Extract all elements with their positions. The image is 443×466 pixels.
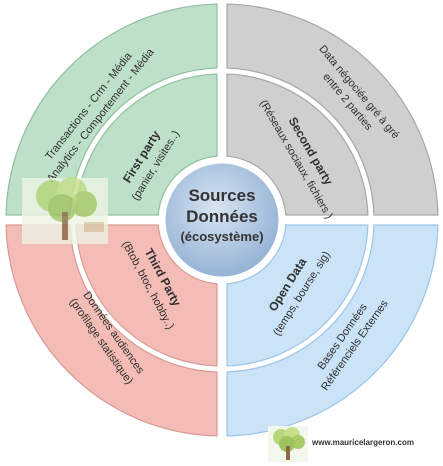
outer-segment-first-party [5, 3, 218, 216]
outer-segment-third-party [5, 224, 218, 437]
center-title-line2: Données [186, 207, 258, 226]
tree-icon [22, 177, 108, 244]
tree-logo-icon [268, 426, 308, 462]
center-title-line1: Sources [188, 186, 255, 205]
inner-segment-second-party [226, 73, 369, 216]
inner-segment-open-data [226, 224, 369, 367]
outer-segment-second-party [226, 3, 439, 216]
center-circle [162, 160, 282, 280]
inner-segment-third-party [75, 224, 218, 367]
footer: www.mauricelargeron.com [268, 426, 438, 462]
inner-segment-first-party [75, 73, 218, 216]
center-title-line3: (écosystème) [180, 229, 263, 244]
website-url[interactable]: www.mauricelargeron.com [312, 438, 414, 447]
outer-segment-open-data [226, 224, 439, 437]
